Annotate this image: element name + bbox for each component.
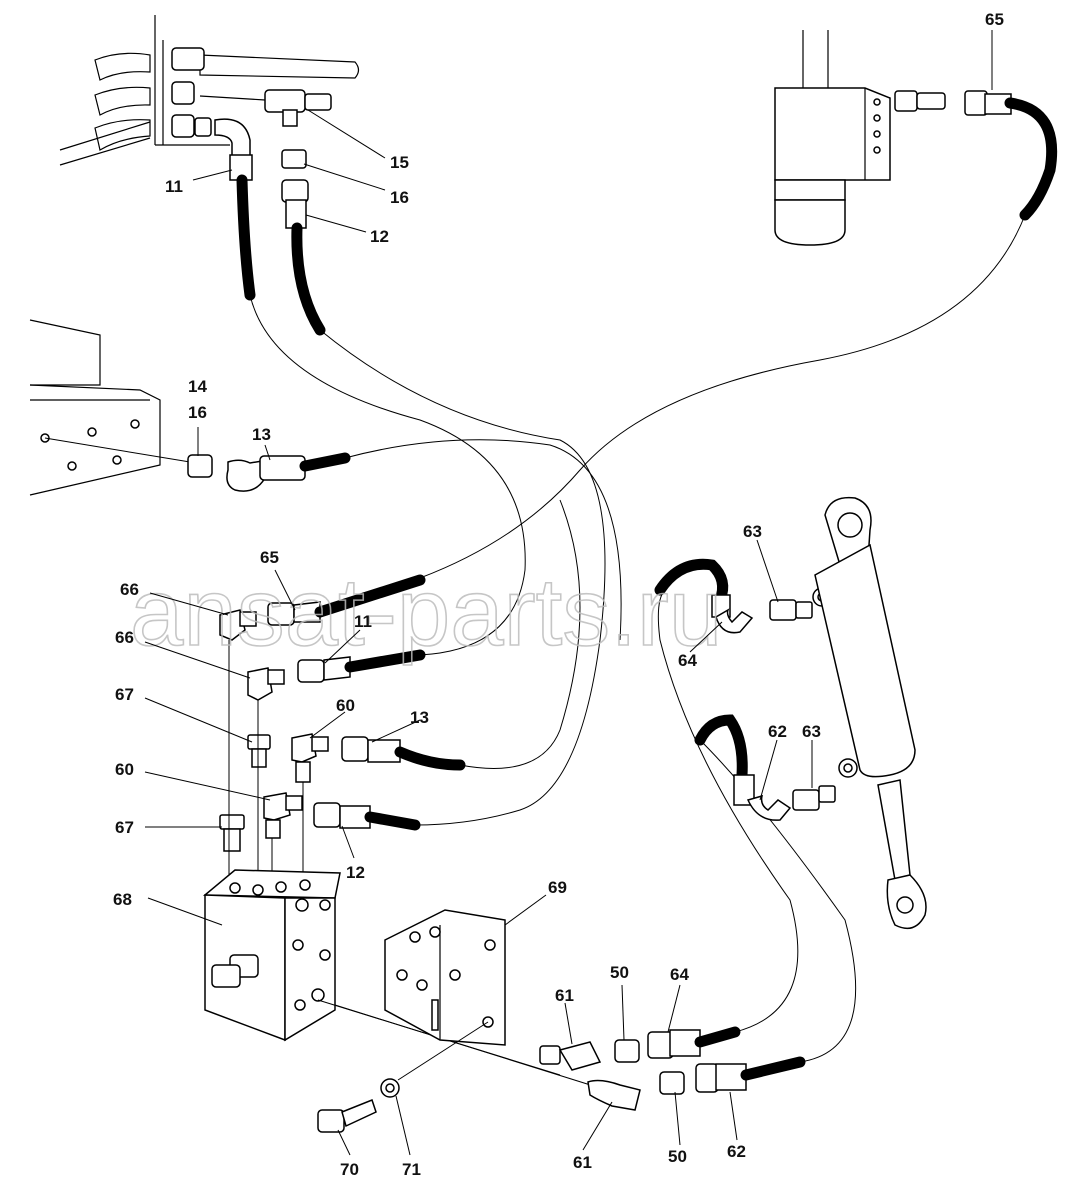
leader-lines [144,30,993,1156]
elbow-fitting-top [214,118,253,181]
callout-13: 13 [410,708,429,727]
callout-60: 60 [336,696,355,715]
elbow-fitting-13 [187,454,306,492]
tee-fitting [199,89,332,229]
valve-bank-top-left [59,15,360,166]
callout-50: 50 [610,963,629,982]
callout-16: 16 [390,188,409,207]
callout-62: 62 [768,722,787,741]
callout-60: 60 [115,760,134,779]
callout-67: 67 [115,818,134,837]
callout-66: 66 [120,580,139,599]
callout-14: 14 [188,377,207,396]
mounting-bracket-69 [384,909,506,1081]
callout-61: 61 [555,986,574,1005]
watermark: ansat-parts.ru [130,559,722,666]
callout-70: 70 [340,1160,359,1179]
callout-65: 65 [260,548,279,567]
callout-71: 71 [402,1160,421,1179]
callout-16: 16 [188,403,207,422]
callout-65: 65 [985,10,1004,29]
callout-63: 63 [802,722,821,741]
cylinder-top-right [774,30,1012,246]
hydraulic-cylinder [814,496,927,930]
valve-block-68 [202,869,601,1089]
callout-64: 64 [670,965,689,984]
callout-61: 61 [573,1153,592,1172]
callout-12: 12 [370,227,389,246]
callout-69: 69 [548,878,567,897]
callout-50: 50 [668,1147,687,1166]
hose-ends-middle [267,601,401,829]
callout-11: 11 [165,177,183,196]
cylinder-fittings-right [654,558,858,821]
callout-12: 12 [346,863,365,882]
callout-64: 64 [678,651,697,670]
callout-15: 15 [390,153,409,172]
fitting-stack [219,609,329,885]
callout-68: 68 [113,890,132,909]
callout-66: 66 [115,628,134,647]
callout-62: 62 [727,1142,746,1161]
callout-67: 67 [115,685,134,704]
bottom-fittings [539,1029,747,1111]
callout-11: 11 [354,612,372,631]
callout-13: 13 [252,425,271,444]
bolt-and-washer [317,1078,400,1133]
callout-labels: 65 15 16 11 12 14 16 13 65 66 66 11 67 6… [113,10,1004,1179]
machine-body-left [29,319,191,496]
callout-63: 63 [743,522,762,541]
